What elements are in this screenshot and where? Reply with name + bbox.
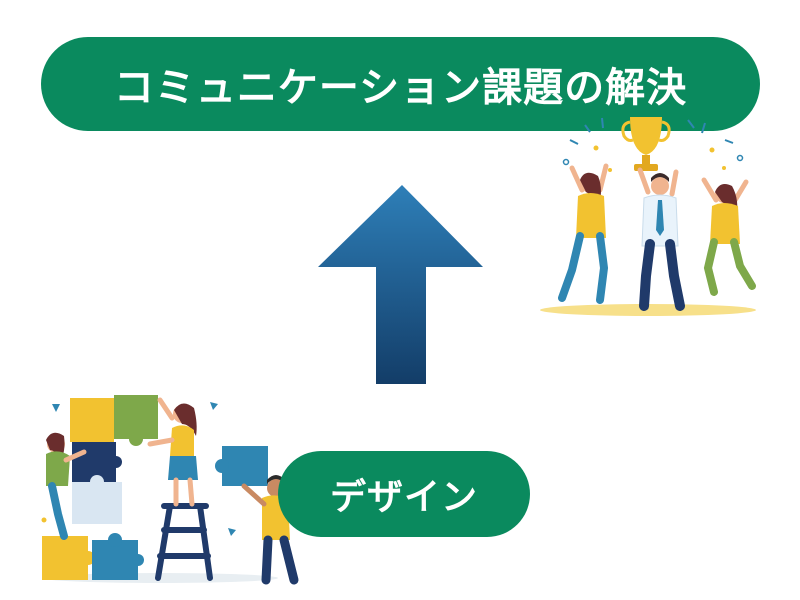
goal-label-text: コミュニケーション課題の解決: [113, 65, 688, 111]
puzzle-piece-icon: [72, 475, 122, 524]
puzzle-piece-icon: [72, 442, 122, 482]
trophy-icon: [621, 117, 671, 171]
puzzle-piece-icon: [70, 398, 121, 442]
person-celebrating-left: [558, 163, 609, 304]
goal-label: コミュニケーション課題の解決: [41, 37, 760, 131]
puzzle-piece-icon: [114, 395, 158, 446]
person-left: [46, 432, 87, 540]
person-on-ladder: [147, 397, 198, 507]
design-label-text: デザイン: [329, 477, 478, 518]
person-celebrating-right: [701, 177, 756, 296]
puzzle-piece-icon: [92, 533, 144, 580]
person-holding-trophy: [637, 167, 685, 311]
design-label: デザイン: [278, 451, 530, 537]
ladder: [155, 503, 213, 581]
puzzle-piece-icon: [215, 446, 268, 486]
puzzle-piece-icon: [42, 536, 95, 580]
